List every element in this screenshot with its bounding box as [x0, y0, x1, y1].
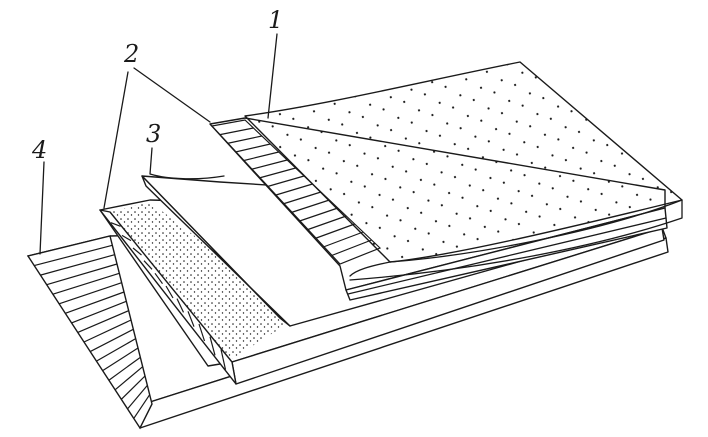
- hatch-stroke: [243, 151, 279, 162]
- hatch-stroke: [132, 247, 142, 256]
- label-3: 3: [146, 120, 161, 148]
- leader-2b: [103, 71, 129, 209]
- hatch-stroke: [65, 291, 125, 314]
- label-4: 4: [31, 136, 47, 164]
- layer-2-lower-end-face: [99, 209, 237, 385]
- layer-2-lower-hatching: [110, 222, 227, 370]
- hatch-stroke: [307, 215, 347, 231]
- layer-2-lower-dotted-face: [110, 202, 300, 360]
- hatch-stroke: [187, 311, 195, 327]
- hatch-stroke: [165, 285, 174, 299]
- hatch-stroke: [83, 319, 132, 343]
- hatch-stroke: [102, 347, 139, 372]
- hatch-stroke: [198, 323, 206, 342]
- hatch-stroke: [89, 328, 134, 353]
- hatch-stroke: [291, 199, 330, 213]
- hatch-stroke: [323, 231, 364, 248]
- layer-4-hatching: [34, 244, 151, 419]
- hatch-stroke: [275, 183, 313, 196]
- hatch-stroke: [71, 300, 127, 324]
- leader-4: [39, 161, 45, 255]
- hatch-stroke: [331, 239, 372, 256]
- hatch-stroke: [108, 356, 141, 381]
- leader-lines: [39, 33, 278, 255]
- hatch-stroke: [209, 336, 216, 356]
- layer-1-top-cover: [244, 61, 683, 281]
- label-1: 1: [268, 6, 283, 34]
- hatch-stroke: [299, 207, 339, 222]
- leader-3: [149, 147, 225, 180]
- hatch-stroke: [154, 272, 163, 285]
- hatch-stroke: [58, 282, 122, 305]
- layer-1-front-edge: [349, 199, 683, 281]
- leader-2a: [133, 67, 211, 123]
- layer-2-upper-hatching: [219, 127, 372, 256]
- hatch-stroke: [110, 222, 121, 227]
- layer-1-edge-curl: [349, 261, 391, 277]
- hatch-stroke: [34, 244, 113, 267]
- hatch-stroke: [220, 349, 227, 370]
- hatch-stroke: [120, 375, 146, 400]
- hatch-stroke: [251, 159, 288, 170]
- hatch-stroke: [133, 394, 151, 419]
- hatch-stroke: [267, 175, 305, 187]
- label-2: 2: [123, 40, 139, 68]
- hatch-stroke: [259, 167, 296, 179]
- hatch-stroke: [46, 263, 118, 286]
- hatch-stroke: [176, 298, 185, 313]
- hatch-stroke: [77, 310, 129, 333]
- hatch-stroke: [52, 272, 120, 295]
- hatch-stroke: [315, 223, 355, 239]
- hatch-stroke: [283, 191, 322, 205]
- leader-1: [267, 33, 278, 119]
- hatch-stroke: [40, 254, 115, 276]
- hatch-stroke: [121, 234, 132, 242]
- layer-3-end-face: [141, 175, 291, 327]
- hatch-stroke: [96, 338, 136, 362]
- layer-2-upper-side-line: [347, 217, 667, 295]
- hatch-stroke: [235, 143, 271, 153]
- hatch-stroke: [127, 384, 148, 410]
- hatch-stroke: [114, 366, 144, 391]
- hatch-stroke: [143, 260, 153, 270]
- hatch-stroke: [227, 135, 263, 144]
- hatch-stroke: [219, 127, 254, 136]
